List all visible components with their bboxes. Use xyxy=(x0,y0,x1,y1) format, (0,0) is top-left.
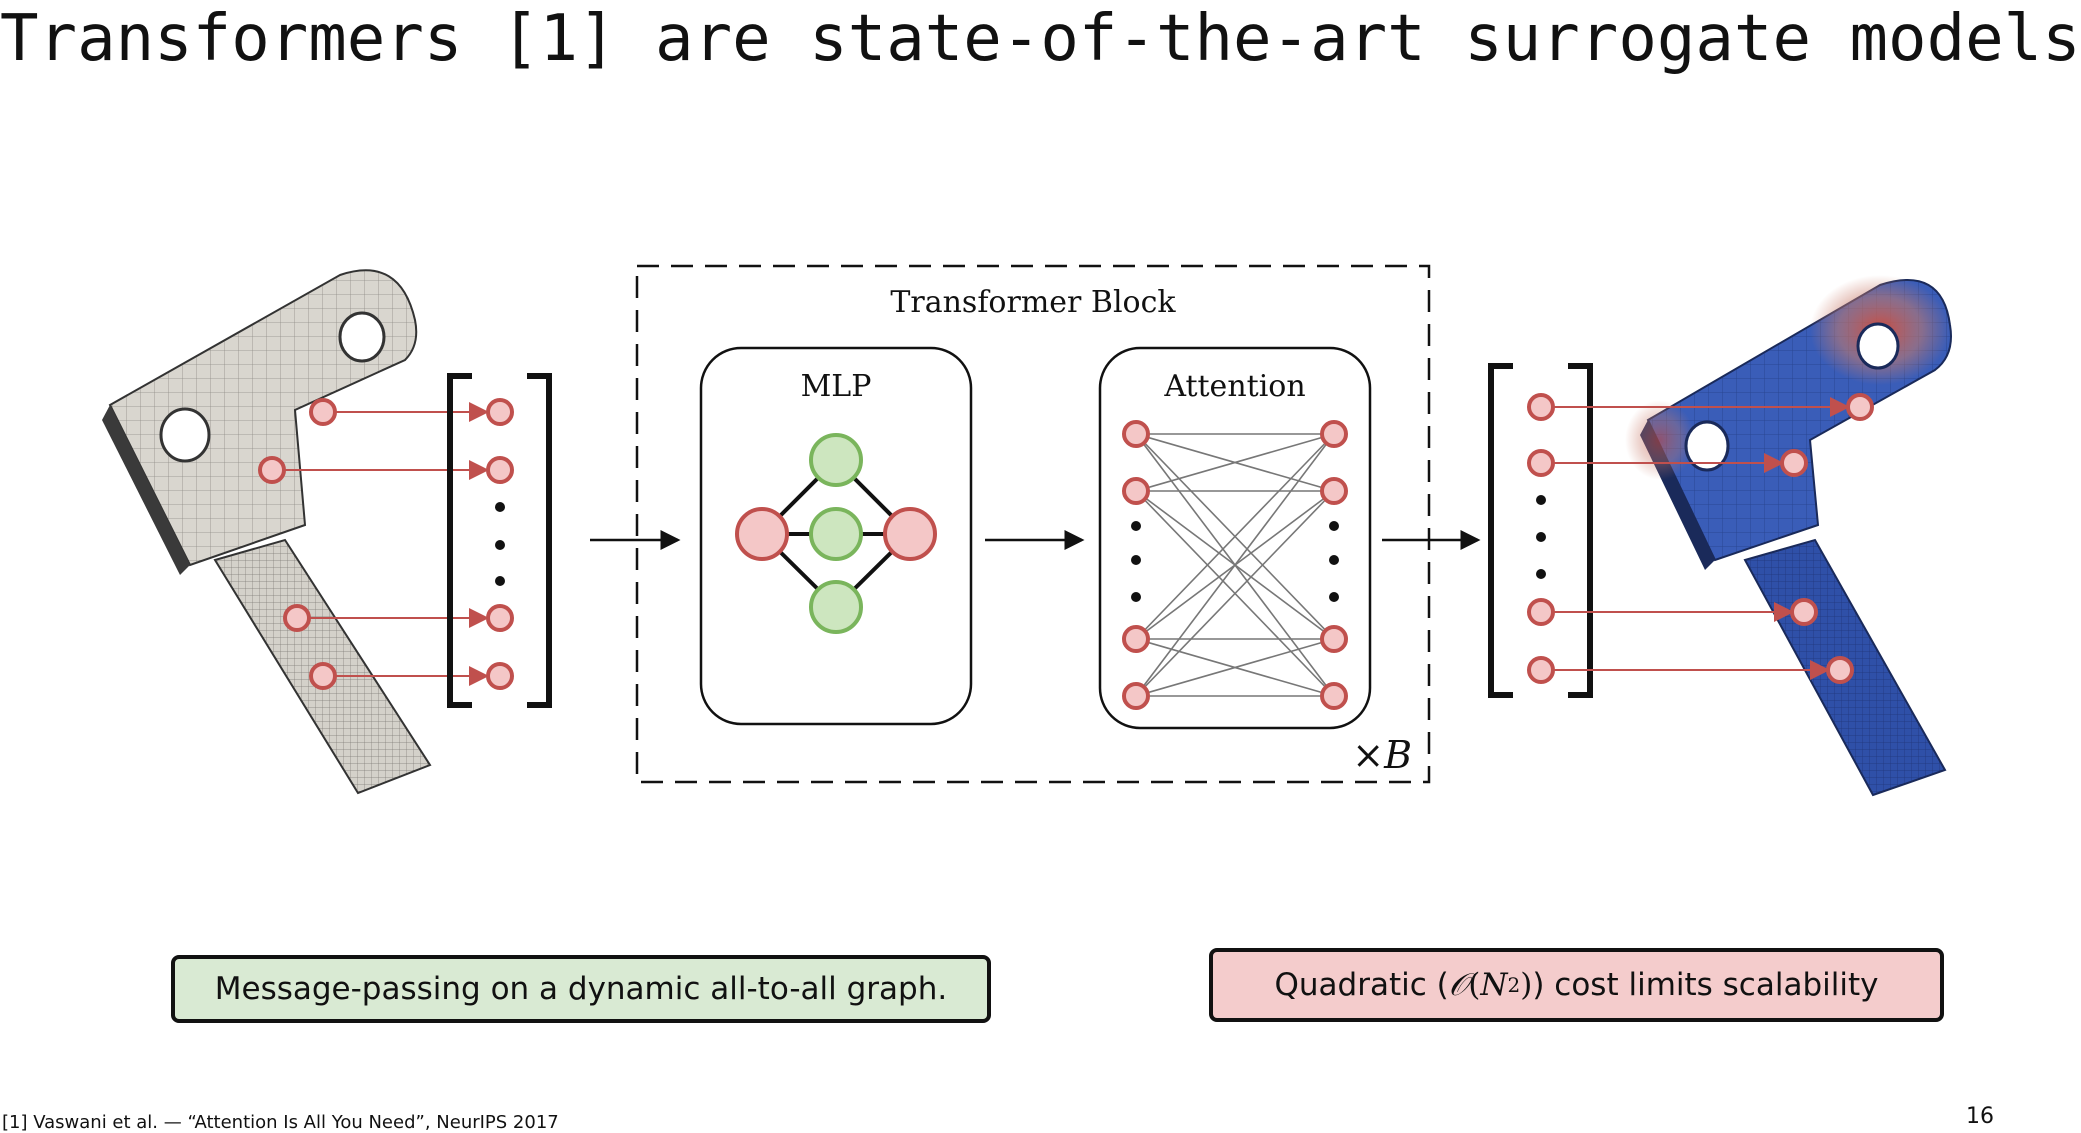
math-open-paren: ( xyxy=(1468,967,1481,1003)
attention-label: Attention xyxy=(1163,369,1305,404)
callout-message-passing: Message-passing on a dynamic all-to-all … xyxy=(171,955,991,1023)
output-mesh-nodes xyxy=(1780,393,1874,684)
mlp-label: MLP xyxy=(801,369,872,404)
output-token-vector xyxy=(1488,363,1593,698)
transformer-diagram: Transformer Block MLP Attention xyxy=(102,264,1952,797)
math-n: N xyxy=(1480,967,1508,1003)
output-mesh xyxy=(1625,275,1952,797)
footnote: [1] Vaswani et al. — “Attention Is All Y… xyxy=(2,1112,559,1133)
repeat-variable: B xyxy=(1383,733,1412,777)
input-token-vector xyxy=(447,373,552,708)
callout-message-passing-text: Message-passing on a dynamic all-to-all … xyxy=(214,971,948,1007)
mlp-network xyxy=(735,433,937,634)
mlp-input-node xyxy=(735,507,789,561)
slide-title: Transformers [1] are state-of-the-art su… xyxy=(0,2,2081,76)
transformer-block-frame xyxy=(635,264,1431,784)
math-exponent: 2 xyxy=(1507,973,1521,997)
attention-box xyxy=(1098,346,1372,730)
repeat-label: ×B xyxy=(1352,733,1412,777)
callout-quadratic-prefix: Quadratic ( xyxy=(1274,967,1449,1003)
mlp-hidden-node xyxy=(809,580,863,634)
attention-connections xyxy=(1135,433,1335,697)
attention-nodes xyxy=(1122,420,1348,710)
mlp-output-node xyxy=(883,507,937,561)
input-mesh-nodes xyxy=(258,398,337,690)
callout-quadratic-suffix: ) cost limits scalability xyxy=(1532,967,1879,1003)
big-o-symbol: 𝒪 xyxy=(1448,966,1469,1003)
output-arrows xyxy=(1553,397,1850,680)
repeat-times-symbol: × xyxy=(1352,733,1384,777)
mlp-hidden-node xyxy=(809,433,863,487)
input-mesh xyxy=(102,269,432,795)
math-close-paren: ) xyxy=(1520,967,1533,1003)
mlp-hidden-node xyxy=(809,507,863,561)
transformer-block-label: Transformer Block xyxy=(890,285,1176,320)
page-number: 16 xyxy=(1966,1104,1994,1129)
